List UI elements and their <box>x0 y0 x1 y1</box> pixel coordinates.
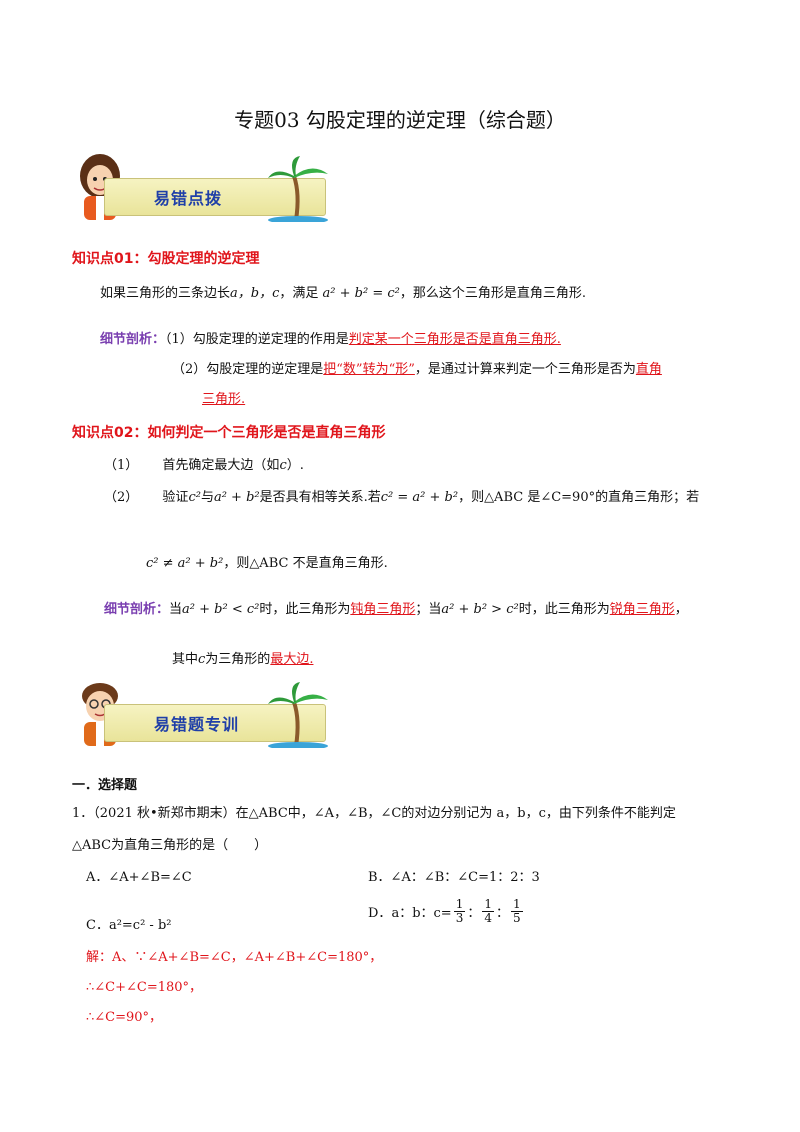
kp2-step1: （1） 首先确定最大边（如c）. <box>104 454 304 473</box>
detail1-p1-highlight: 判定某一个三角形是否是直角三角形. <box>348 332 561 347</box>
option-a[interactable]: A．∠A+∠B=∠C <box>86 870 192 885</box>
detail2-text-f: 其中 <box>172 652 199 667</box>
kp1-sides: a，b，c <box>230 286 280 301</box>
kp2-step2-text-b: 是否具有相等关系.若 <box>259 490 381 505</box>
kp2-step2-with: 与 <box>200 490 214 505</box>
detail1-p2-highlight2: 直角 <box>635 362 662 377</box>
kp2-step1-end: ）. <box>286 458 304 473</box>
kp2-step2: （2） 验证c²与a² + b²是否具有相等关系.若c² = a² + b²，则… <box>104 486 699 505</box>
kp2-step1-var: c <box>279 458 287 473</box>
option-d-sep-2: ： <box>495 906 509 921</box>
detail1-p1-text: （1）勾股定理的逆定理的作用是 <box>165 332 349 347</box>
detail1-p2-text: （2）勾股定理的逆定理是 <box>172 362 324 377</box>
banner-practice-label: 易错题专训 <box>154 715 240 734</box>
option-c[interactable]: C．a²=c² - b² <box>86 918 172 933</box>
detail2-line1: 细节剖析：当a² + b² < c²时，此三角形为钝角三角形；当a² + b² … <box>104 598 688 617</box>
frac-1-den: 3 <box>455 911 464 925</box>
detail1-line2: （2）勾股定理的逆定理是把“数”转为“形”，是通过计算来判定一个三角形是否为直角 <box>172 358 662 377</box>
detail2-line2: 其中c为三角形的最大边. <box>172 648 313 667</box>
question-line1: 1．（2021 秋•新郑市期末）在△ABC中，∠A，∠B，∠C的对边分别记为 a… <box>72 802 676 821</box>
kp2-heading: 知识点02：如何判定一个三角形是否是直角三角形 <box>72 425 386 441</box>
detail2-text-g: 为三角形的 <box>205 652 271 667</box>
kp2-step2-c2: c² <box>188 490 201 505</box>
kp2-step2-number: （2） <box>104 490 139 505</box>
detail2-var: c <box>198 652 206 667</box>
kp2-step2-text-a: 验证 <box>162 490 189 505</box>
kp1-text-a: 如果三角形的三条边长 <box>100 286 231 301</box>
detail2-lt: a² + b² < c² <box>182 602 260 617</box>
banner-practice: 易错题专训 <box>70 676 330 751</box>
detail2-text-e: ， <box>674 602 688 617</box>
detail2-gt: a² + b² > c² <box>441 602 519 617</box>
detail2-text-b: 时，此三角形为 <box>259 602 351 617</box>
detail1-label: 细节剖析： <box>100 332 166 347</box>
detail1-p2-highlight: 把“数”转为“形” <box>323 362 415 377</box>
kp1-text-c: ，那么这个三角形是直角三角形. <box>399 286 586 301</box>
palm-tree-icon <box>268 682 328 748</box>
kp2-step1-number: （1） <box>104 458 139 473</box>
section-heading: 一．选择题 <box>72 778 138 793</box>
banner-tips-label: 易错点拨 <box>154 189 223 208</box>
palm-tree-icon <box>268 156 328 222</box>
detail2-text-d: 时，此三角形为 <box>518 602 610 617</box>
detail1-p2-text-b: ，是通过计算来判定一个三角形是否为 <box>414 362 636 377</box>
question-line2: △ABC为直角三角形的是（ ） <box>72 838 268 853</box>
kp1-formula: a² + b² = c² <box>322 286 400 301</box>
detail1-p2-highlight2-cont: 三角形. <box>202 392 246 407</box>
solution-line-3: ∴∠C=90°， <box>86 1010 163 1025</box>
frac-3-den: 5 <box>513 911 521 925</box>
solution-line-1: 解：A、∵∠A+∠B=∠C，∠A+∠B+∠C=180°， <box>86 950 383 965</box>
solution-line-2: ∴∠C+∠C=180°， <box>86 980 203 995</box>
option-b[interactable]: B．∠A：∠B：∠C=1：2：3 <box>368 870 540 885</box>
frac-1-num: 1 <box>453 897 466 912</box>
detail2-text-c: ；当 <box>415 602 442 617</box>
kp2-step2-cont-text: ，则△ABC 不是直角三角形. <box>223 556 388 571</box>
kp1-statement: 如果三角形的三条边长a，b，c，满足 a² + b² = c²，那么这个三角形是… <box>100 282 586 301</box>
option-d-prefix: D． <box>368 906 392 921</box>
frac-3-num: 1 <box>511 897 523 912</box>
option-d-sep-1: ： <box>467 906 481 921</box>
frac-2-den: 4 <box>484 911 492 925</box>
detail2-label: 细节剖析： <box>104 602 170 617</box>
detail2-acute: 锐角三角形 <box>609 602 675 617</box>
kp2-step1-text: 首先确定最大边（如 <box>162 458 280 473</box>
kp2-step2-sum: a² + b² <box>213 490 260 505</box>
kp2-step2-text-c: ，则△ABC 是∠C=90°的直角三角形；若 <box>458 490 700 505</box>
kp2-step2-eq: c² = a² + b² <box>380 490 459 505</box>
detail2-obtuse: 钝角三角形 <box>350 602 416 617</box>
kp2-step2-cont: c² ≠ a² + b²，则△ABC 不是直角三角形. <box>146 552 388 571</box>
frac-2-num: 1 <box>482 897 494 912</box>
kp1-text-b: ，满足 <box>279 286 319 301</box>
kp1-heading: 知识点01：勾股定理的逆定理 <box>72 251 260 267</box>
detail1-line1: 细节剖析：（1）勾股定理的逆定理的作用是判定某一个三角形是否是直角三角形. <box>100 328 561 347</box>
detail2-text-a: 当 <box>169 602 183 617</box>
option-d-expr: a：b：c= <box>391 906 452 921</box>
question-number: 1． <box>72 806 94 821</box>
page-title: 专题03 勾股定理的逆定理（综合题） <box>234 108 566 132</box>
detail2-longest: 最大边. <box>270 652 314 667</box>
question-text: （2021 秋•新郑市期末）在△ABC中，∠A，∠B，∠C的对边分别记为 a，b… <box>93 806 676 821</box>
banner-tips: 易错点拨 <box>70 150 330 225</box>
kp2-step2-neq: c² ≠ a² + b² <box>146 556 224 571</box>
